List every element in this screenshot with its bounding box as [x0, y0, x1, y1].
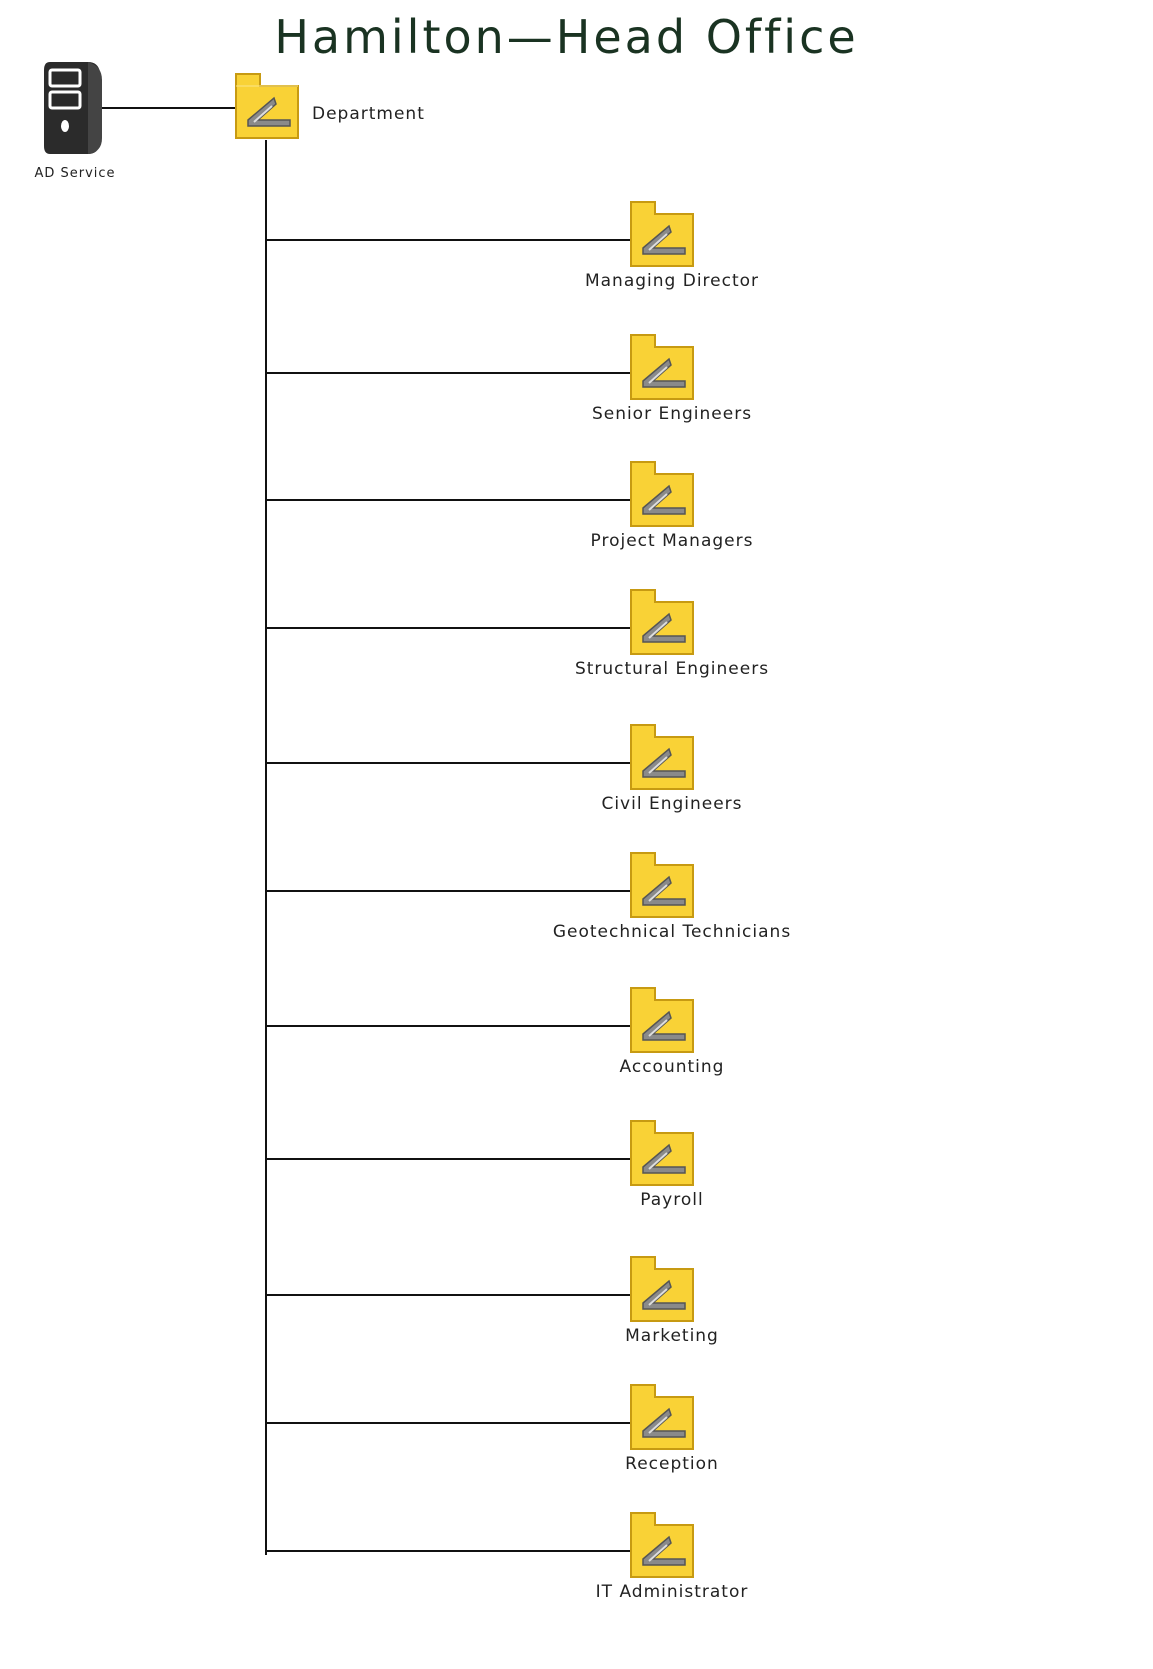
- folder-icon[interactable]: [629, 986, 695, 1054]
- server-label: AD Service: [34, 166, 116, 181]
- folder-icon[interactable]: [629, 723, 695, 791]
- folder-label: Geotechnical Technicians: [552, 922, 792, 942]
- root-folder-icon[interactable]: [234, 72, 300, 140]
- folder-label: Project Managers: [590, 531, 754, 551]
- folder-label: Managing Director: [584, 271, 760, 291]
- folder-label: Senior Engineers: [591, 404, 753, 424]
- folder-label: Structural Engineers: [574, 659, 770, 679]
- folder-label: Civil Engineers: [601, 794, 743, 814]
- folder-icon[interactable]: [629, 200, 695, 268]
- folder-icon[interactable]: [629, 1119, 695, 1187]
- folder-label: Payroll: [640, 1190, 704, 1210]
- folder-label: Accounting: [619, 1057, 725, 1077]
- folder-icon[interactable]: [629, 588, 695, 656]
- root-label: Department: [312, 104, 425, 124]
- folder-icon[interactable]: [629, 1255, 695, 1323]
- folder-icon[interactable]: [629, 1511, 695, 1579]
- folder-label: IT Administrator: [595, 1582, 749, 1602]
- server-tower-icon: [40, 60, 104, 156]
- folder-label: Reception: [625, 1454, 719, 1474]
- folder-icon[interactable]: [629, 851, 695, 919]
- folder-icon[interactable]: [629, 1383, 695, 1451]
- folder-icon[interactable]: [629, 333, 695, 401]
- folder-label: Marketing: [625, 1326, 719, 1346]
- folder-icon[interactable]: [629, 460, 695, 528]
- diagram-title: Hamilton—Head Office: [274, 10, 859, 64]
